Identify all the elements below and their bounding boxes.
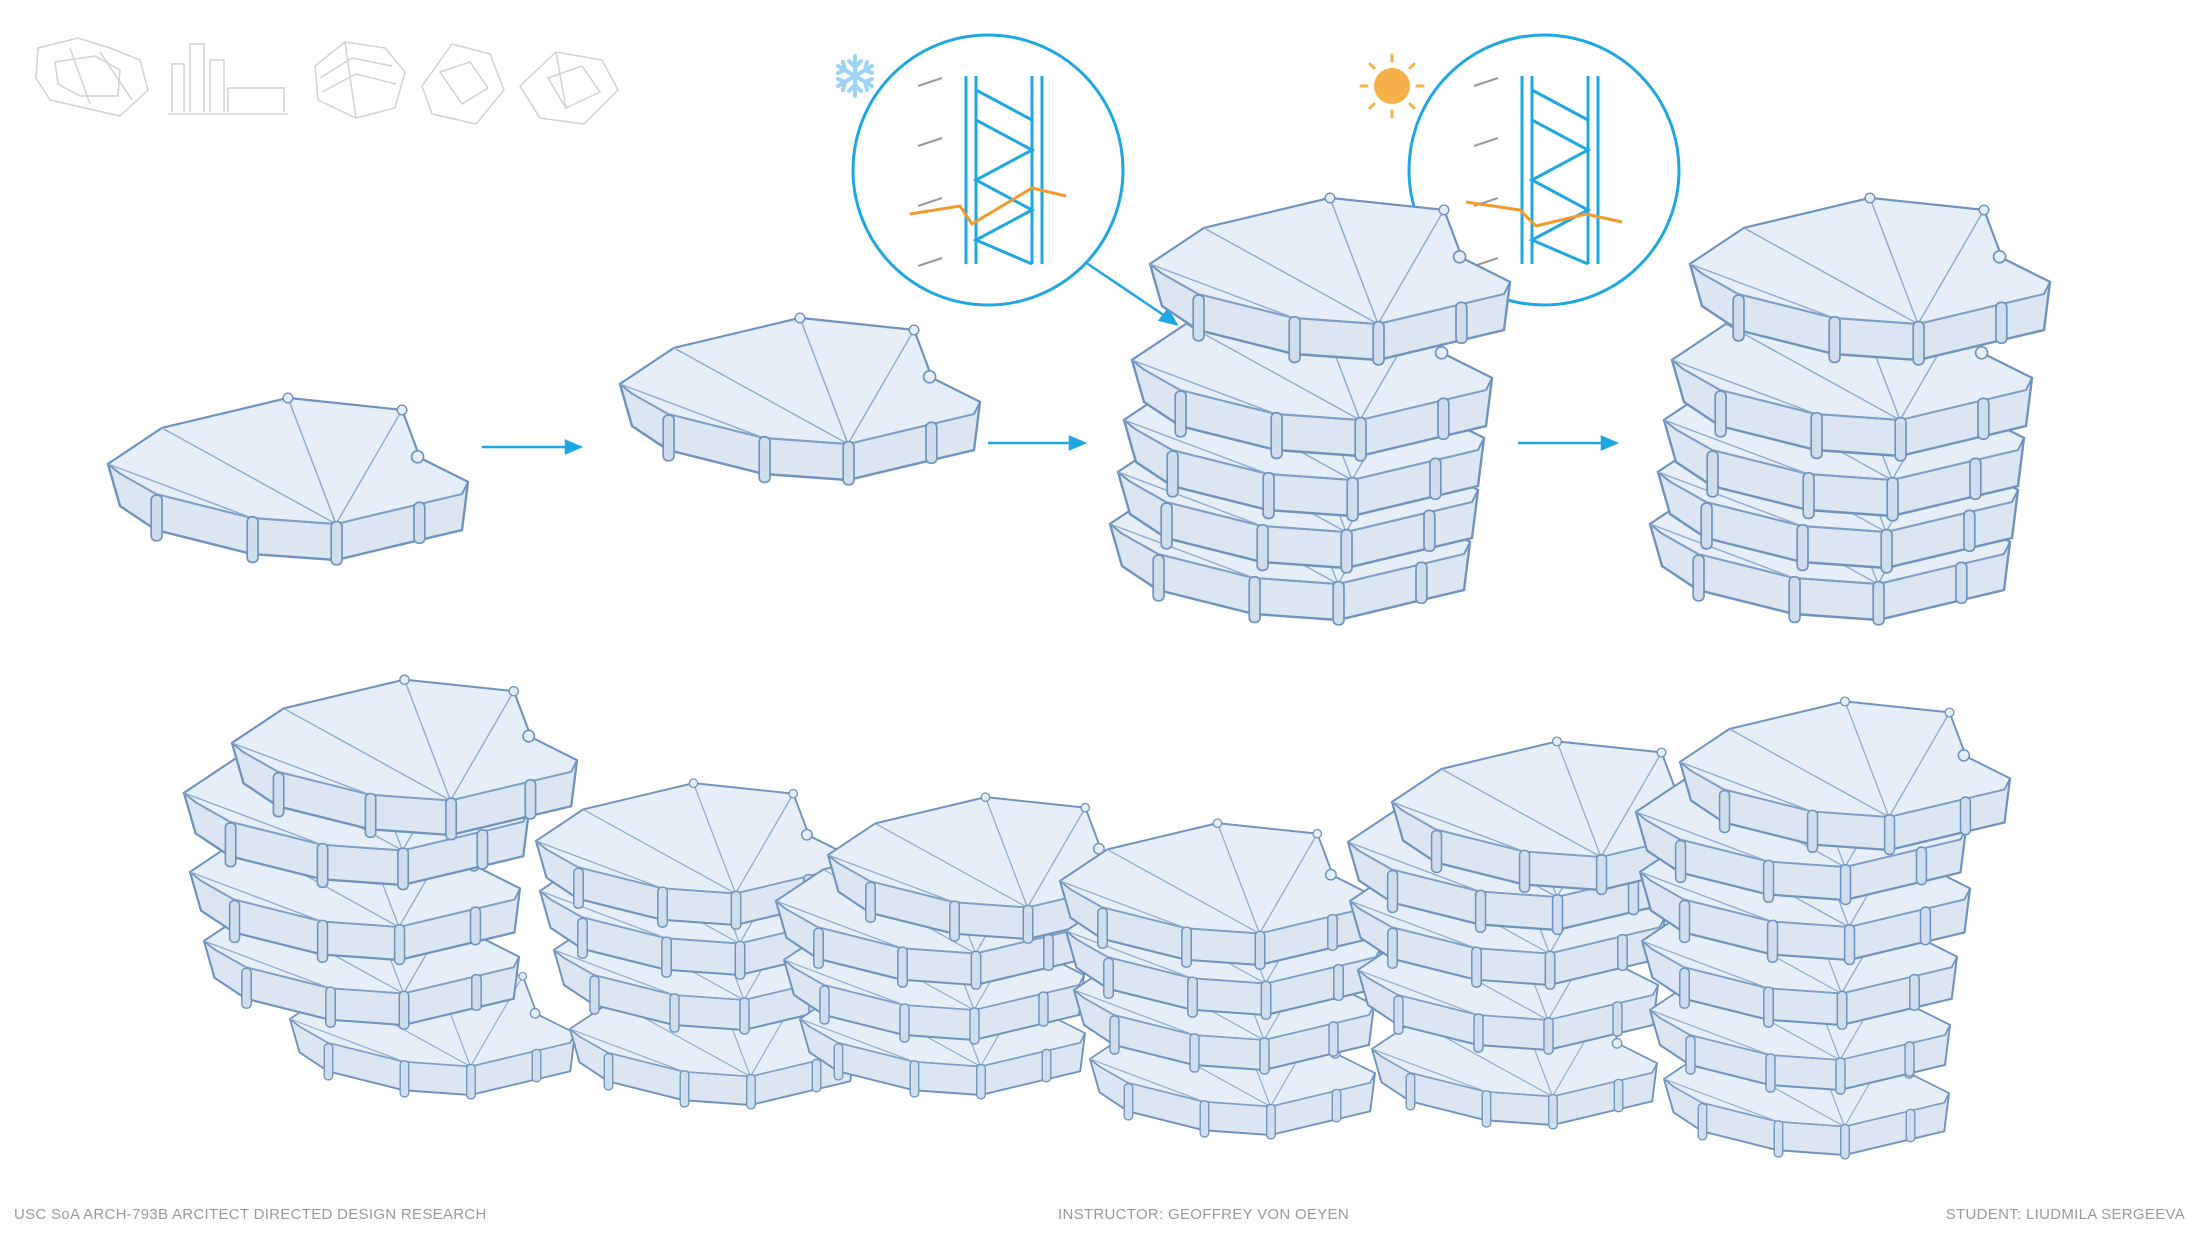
thumbnail-modules [519, 51, 619, 125]
wall-detail-warm [1407, 33, 1681, 307]
process-arrow-1 [482, 439, 584, 455]
footer-course: USC SoA ARCH-793B ARCITECT DIRECTED DESI… [14, 1206, 487, 1223]
tower-aggregation [182, 674, 2012, 1160]
sun-icon [1359, 53, 1425, 119]
thumbnail-floor-plans [35, 37, 149, 117]
tower-4 [1058, 817, 1383, 1140]
module-stage-2 [618, 312, 982, 487]
wall-detail-cold [851, 33, 1125, 307]
module-stage-1 [106, 392, 470, 566]
module-stage-4-stack [1648, 191, 2052, 626]
process-arrow-3 [1518, 435, 1620, 451]
tower-1 [182, 674, 579, 1100]
thumbnail-elevation [168, 43, 288, 115]
thumbnail-stack [314, 41, 406, 119]
process-arrow-2 [988, 435, 1088, 451]
process-arrows [482, 435, 1620, 455]
module-stage-3-stack [1108, 191, 1512, 626]
tower-6 [1634, 695, 2012, 1160]
footer-instructor: INSTRUCTOR: GEOFFREY VON OEYEN [1058, 1206, 1349, 1223]
thumbnail-cluster [421, 43, 505, 125]
thumbnail-strip [35, 37, 619, 125]
footer-student: STUDENT: LIUDMILA SERGEEVA [1945, 1206, 2185, 1223]
snowflake-icon [836, 54, 874, 98]
